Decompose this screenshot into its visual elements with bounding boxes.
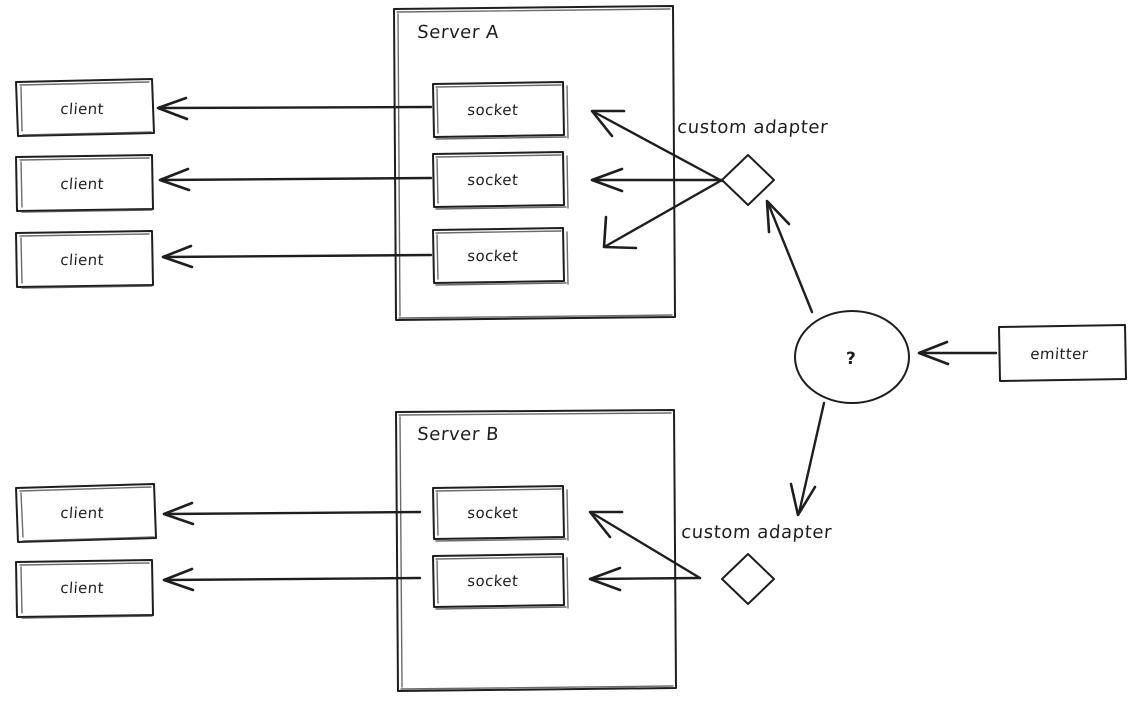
socket-b1-box[interactable] (432, 485, 565, 540)
socket-a3-box-sketch-overlay (435, 230, 569, 286)
client-4-label: client (60, 504, 105, 522)
arrow-adapter-top-to-socket-a1 (590, 109, 724, 183)
broker-ellipse[interactable] (794, 310, 910, 404)
socket-a2-group[interactable]: socket (432, 151, 569, 210)
client-1-box-sketch-overlay (19, 81, 152, 136)
client-3-box-sketch-overlay (19, 233, 153, 289)
client-5-group[interactable]: client (15, 559, 154, 619)
adapter-bottom-diamond-icon[interactable] (721, 553, 775, 605)
socket-a3-box[interactable] (432, 227, 565, 284)
socket-b1-group[interactable]: socket (432, 485, 569, 542)
server-a-label: Server A (417, 22, 500, 43)
client-1-group[interactable]: client (15, 78, 155, 137)
socket-a1-box[interactable] (432, 81, 565, 138)
arrow-adapter-top-to-socket-a3 (602, 178, 724, 250)
adapter-top-group[interactable]: custom adapter (677, 117, 829, 206)
client-4-box-sketch-overlay (19, 486, 155, 542)
broker-group[interactable]: ? (794, 310, 910, 404)
adapter-bottom-label: custom adapter (681, 522, 833, 543)
arrow-broker-to-adapter-top (765, 199, 814, 314)
socket-a2-label: socket (467, 171, 519, 189)
client-2-label: client (60, 175, 105, 193)
adapter-top-label: custom adapter (677, 117, 829, 138)
socket-b2-box-sketch-overlay (435, 556, 569, 610)
arrow-adapter-bottom-to-socket-b1 (588, 510, 702, 580)
client-5-box[interactable] (15, 559, 154, 618)
arrow-socket-b1-to-client-4 (162, 501, 422, 526)
broker-label: ? (846, 349, 856, 369)
server-a-group[interactable]: Server A socket socket socket (393, 5, 676, 321)
arrow-emitter-to-broker (917, 340, 998, 366)
client-1-label: client (60, 100, 105, 118)
arrow-adapter-top-to-socket-a2 (590, 167, 724, 193)
client-3-group[interactable]: client (15, 230, 154, 289)
server-b-box[interactable] (395, 409, 677, 692)
client-5-box-sketch-overlay (19, 562, 153, 619)
server-b-label: Server B (417, 424, 500, 445)
socket-b1-label: socket (467, 504, 519, 522)
client-4-box[interactable] (15, 483, 157, 543)
socket-b1-box-sketch-overlay (435, 488, 569, 542)
adapter-bottom-group[interactable]: custom adapter (681, 522, 833, 605)
arrow-socket-b2-to-client-5 (162, 567, 422, 592)
arrow-adapter-bottom-to-socket-b2 (588, 566, 702, 592)
client-5-label: client (60, 579, 105, 597)
client-2-box[interactable] (15, 154, 154, 212)
socket-a1-box-sketch-overlay (435, 84, 569, 140)
server-b-group[interactable]: Server B socket socket (395, 409, 677, 692)
client-3-box[interactable] (15, 230, 154, 288)
socket-a2-box[interactable] (432, 151, 565, 208)
emitter-box[interactable] (998, 324, 1127, 382)
socket-a3-label: socket (467, 247, 519, 265)
arrow-socket-a2-to-client-2 (158, 167, 433, 192)
client-3-label: client (60, 251, 105, 269)
socket-a1-label: socket (467, 101, 519, 119)
arrow-socket-a1-to-client-1 (156, 96, 433, 121)
server-a-box-sketch-overlay (396, 8, 673, 319)
socket-b2-label: socket (467, 572, 519, 590)
socket-a1-group[interactable]: socket (432, 81, 569, 140)
emitter-group[interactable]: emitter (998, 324, 1127, 382)
arrow-socket-a3-to-client-3 (161, 244, 433, 269)
adapter-top-diamond-icon[interactable] (721, 154, 775, 206)
socket-b2-group[interactable]: socket (432, 553, 569, 610)
arrow-broker-to-adapter-bottom (789, 401, 826, 517)
client-2-group[interactable]: client (15, 154, 154, 213)
socket-b2-box[interactable] (432, 553, 565, 608)
socket-a2-box-sketch-overlay (435, 154, 569, 210)
client-1-box[interactable] (15, 78, 155, 137)
client-4-group[interactable]: client (15, 483, 157, 543)
server-a-box[interactable] (393, 5, 676, 321)
client-2-box-sketch-overlay (19, 157, 153, 213)
emitter-label: emitter (1030, 345, 1090, 363)
server-b-box-sketch-overlay (398, 412, 674, 690)
socket-a3-group[interactable]: socket (432, 227, 569, 286)
